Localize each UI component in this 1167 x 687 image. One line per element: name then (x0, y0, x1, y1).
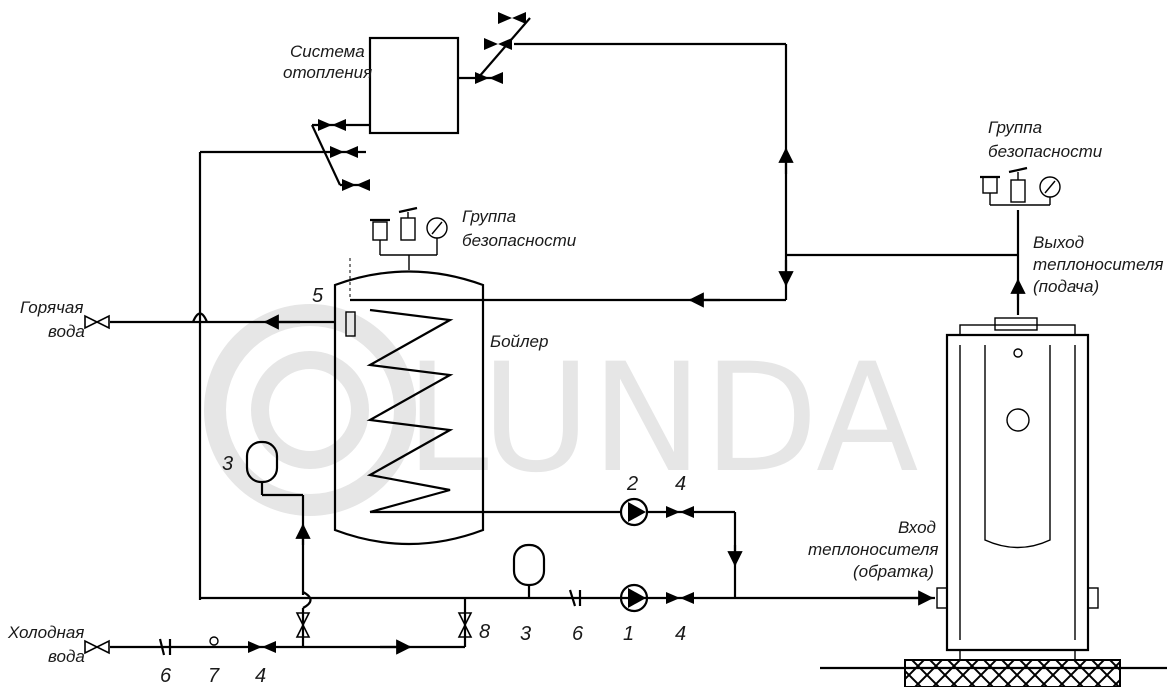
safety-group-boiler-label-1: Группа (988, 118, 1042, 137)
watermark-text: LUNDA (405, 332, 919, 506)
safety-group-tank (370, 206, 448, 270)
outlet-label-3: (подача) (1033, 277, 1099, 296)
storage-tank (333, 258, 620, 546)
inlet-label-3: (обратка) (853, 562, 934, 581)
cold-water-label-2: вода (48, 647, 85, 666)
check-valve-6 (568, 589, 582, 607)
number-8: 8 (479, 621, 490, 643)
inlet-label-2: теплоносителя (808, 540, 939, 559)
hot-water-label-1: Горячая (20, 298, 83, 317)
pump-1 (619, 583, 649, 613)
boiler-tank-label: Бойлер (490, 332, 548, 351)
expansion-tank-left (245, 440, 303, 497)
number-4-mid: 4 (675, 623, 686, 645)
number-4-top: 4 (675, 473, 686, 495)
number-3-left: 3 (222, 453, 233, 475)
heating-supply-valves (458, 12, 788, 300)
expansion-tank-bottom (512, 543, 546, 598)
boiler-unit (820, 317, 1167, 687)
heating-system-box (368, 36, 460, 135)
safety-group-tank-label-2: безопасности (462, 231, 577, 250)
inlet-label-1: Вход (898, 518, 936, 537)
cold-water-label-1: Холодная (7, 623, 84, 642)
heating-system-label-2: отопления (283, 63, 372, 82)
number-2: 2 (626, 473, 638, 495)
number-7: 7 (208, 665, 220, 687)
number-6-mid: 6 (572, 623, 584, 645)
number-4-bottom: 4 (255, 665, 266, 687)
watermark: LUNDA (204, 304, 919, 516)
safety-group-boiler (980, 166, 1061, 206)
hot-water-label-2: вода (48, 322, 85, 341)
heating-return-valves (198, 119, 370, 600)
outlet-label-2: теплоносителя (1033, 255, 1164, 274)
number-6-bottom: 6 (160, 665, 172, 687)
number-3-bottom: 3 (520, 623, 531, 645)
safety-group-tank-label-1: Группа (462, 207, 516, 226)
number-1: 1 (623, 623, 634, 645)
number-5: 5 (312, 285, 324, 307)
outlet-label-1: Выход (1033, 233, 1084, 252)
heating-system-label-1: Система (290, 42, 365, 61)
sensor-5 (345, 311, 356, 337)
safety-group-boiler-label-2: безопасности (988, 142, 1103, 161)
